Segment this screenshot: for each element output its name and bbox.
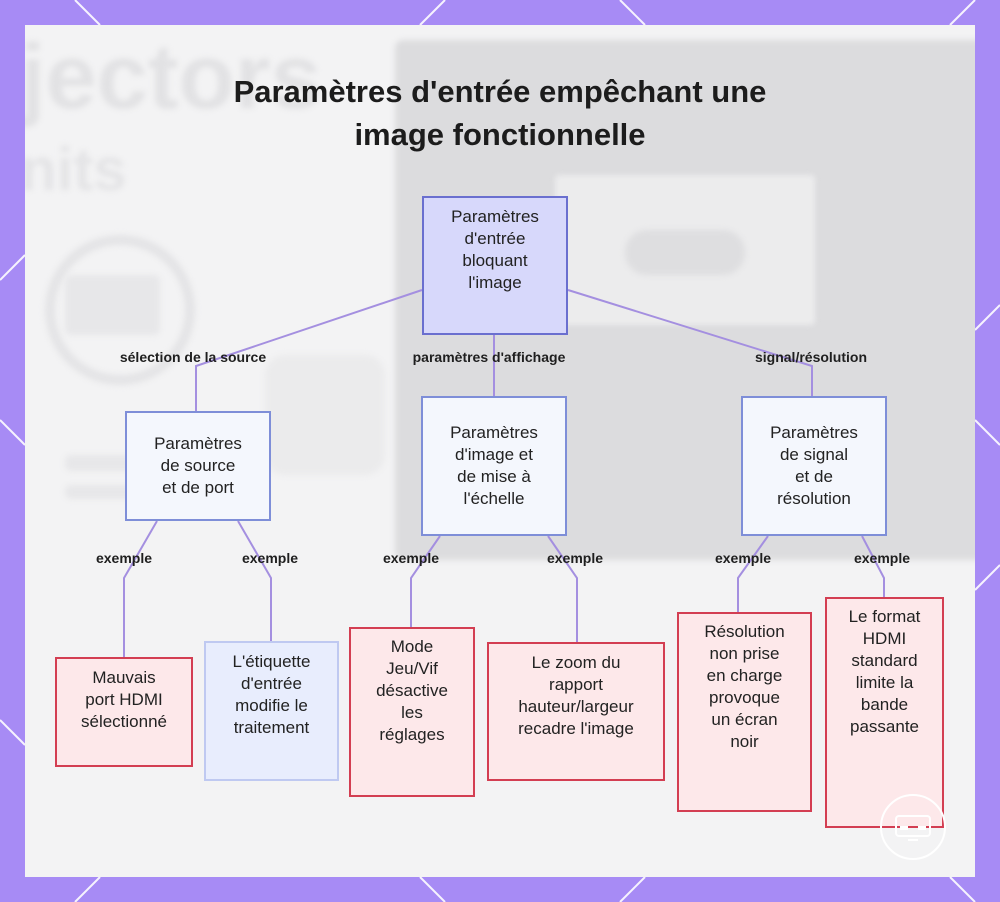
node-text: Paramètres xyxy=(450,422,538,444)
node-text: de mise à xyxy=(450,466,538,488)
node-text: standard xyxy=(849,650,921,672)
node-text: Résolution xyxy=(704,621,784,643)
node-text: port HDMI xyxy=(81,689,167,711)
node-text: hauteur/largeur xyxy=(518,696,634,718)
node-aspect-ratio-zoom: Le zoom du rapport hauteur/largeur recad… xyxy=(487,642,665,781)
edge-label-display-settings: paramètres d'affichage xyxy=(413,349,566,365)
node-text: Jeu/Vif xyxy=(376,658,448,680)
node-text: bande xyxy=(849,694,921,716)
node-text: d'image et xyxy=(450,444,538,466)
node-text: Le zoom du xyxy=(518,652,634,674)
node-input-label-processing: L'étiquette d'entrée modifie le traiteme… xyxy=(204,641,339,781)
node-text: désactive xyxy=(376,680,448,702)
edge-source-hdmi-port xyxy=(124,521,157,657)
node-wrong-hdmi-port: Mauvais port HDMI sélectionné xyxy=(55,657,193,767)
edge-label-example: exemple xyxy=(715,550,771,566)
node-text: Mode xyxy=(376,636,448,658)
edge-root-signal xyxy=(568,290,812,396)
node-text: Mauvais xyxy=(81,667,167,689)
node-text: traitement xyxy=(233,717,311,739)
node-game-vivid-mode: Mode Jeu/Vif désactive les réglages xyxy=(349,627,475,797)
node-text: rapport xyxy=(518,674,634,696)
edge-signal-hdmi-format xyxy=(862,536,884,597)
node-text: un écran xyxy=(704,709,784,731)
node-text: Le format xyxy=(849,606,921,628)
brand-logo-icon xyxy=(880,794,946,860)
node-text: Paramètres xyxy=(451,206,539,228)
node-image-scaling-settings: Paramètres d'image et de mise à l'échell… xyxy=(421,396,567,536)
node-text: d'entrée xyxy=(451,228,539,250)
node-text: d'entrée xyxy=(233,673,311,695)
node-text: et de port xyxy=(154,477,242,499)
node-text: l'échelle xyxy=(450,488,538,510)
node-text: provoque xyxy=(704,687,784,709)
node-text: non prise xyxy=(704,643,784,665)
edge-label-example: exemple xyxy=(242,550,298,566)
edge-label-example: exemple xyxy=(383,550,439,566)
node-text: sélectionné xyxy=(81,711,167,733)
node-text: de source xyxy=(154,455,242,477)
node-text: passante xyxy=(849,716,921,738)
node-text: bloquant xyxy=(451,250,539,272)
edge-source-label xyxy=(238,521,271,641)
node-text: HDMI xyxy=(849,628,921,650)
node-text: noir xyxy=(704,731,784,753)
monitor-icon xyxy=(882,796,944,858)
node-text: limite la xyxy=(849,672,921,694)
edge-label-example: exemple xyxy=(547,550,603,566)
node-text: modifie le xyxy=(233,695,311,717)
edge-label-example: exemple xyxy=(854,550,910,566)
node-unsupported-resolution: Résolution non prise en charge provoque … xyxy=(677,612,812,812)
node-text: réglages xyxy=(376,724,448,746)
node-text: et de xyxy=(770,466,858,488)
node-text: Paramètres xyxy=(770,422,858,444)
node-root-input-settings: Paramètres d'entrée bloquant l'image xyxy=(422,196,568,335)
node-text: l'image xyxy=(451,272,539,294)
node-text: les xyxy=(376,702,448,724)
node-text: Paramètres xyxy=(154,433,242,455)
node-text: en charge xyxy=(704,665,784,687)
node-text: L'étiquette xyxy=(233,651,311,673)
node-signal-resolution-settings: Paramètres de signal et de résolution xyxy=(741,396,887,536)
node-standard-hdmi-format: Le format HDMI standard limite la bande … xyxy=(825,597,944,828)
node-text: résolution xyxy=(770,488,858,510)
edge-signal-resolution xyxy=(738,536,768,612)
node-text: recadre l'image xyxy=(518,718,634,740)
edge-label-source-selection: sélection de la source xyxy=(120,349,266,365)
edge-label-signal-resolution: signal/résolution xyxy=(755,349,867,365)
node-text: de signal xyxy=(770,444,858,466)
node-source-port-settings: Paramètres de source et de port xyxy=(125,411,271,521)
edge-label-example: exemple xyxy=(96,550,152,566)
